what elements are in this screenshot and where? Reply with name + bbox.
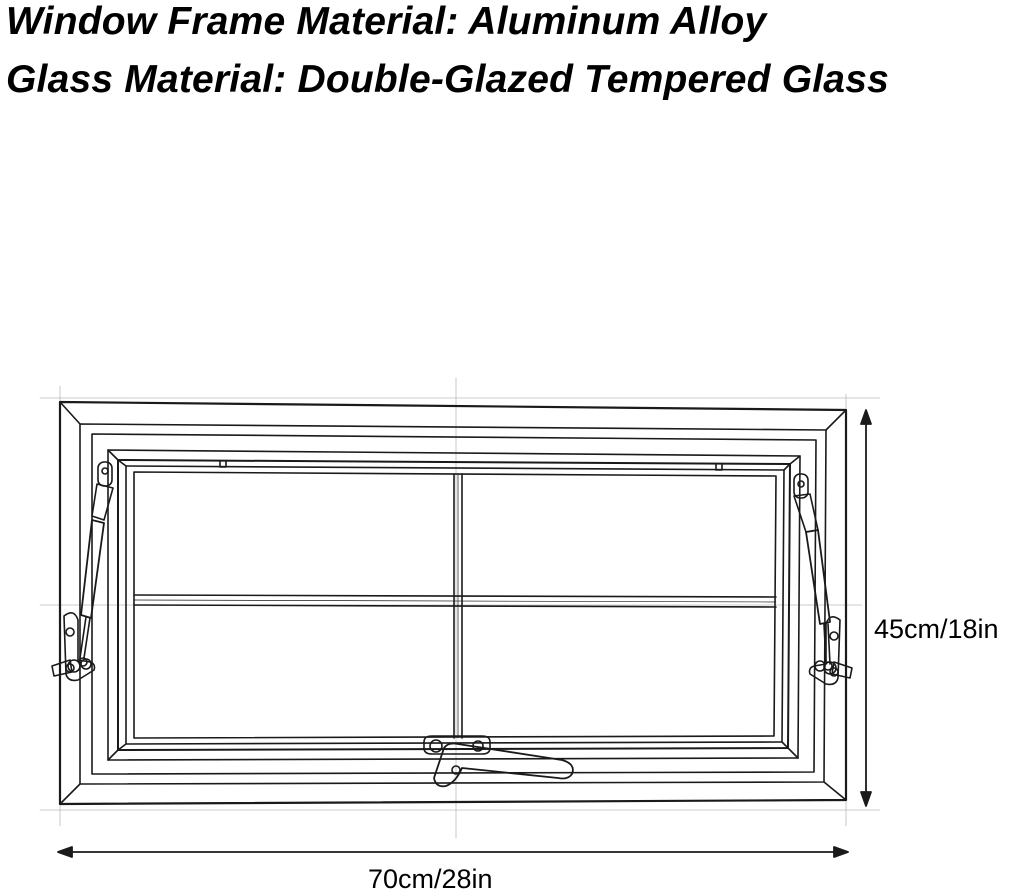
latch-handle-icon	[423, 735, 574, 788]
hinge-bracket-icon	[808, 616, 853, 686]
height-dimension-arrow	[860, 409, 872, 807]
glass-panes	[133, 471, 777, 739]
frame-material-spec: Window Frame Material: Aluminum Alloy	[6, 0, 767, 43]
window-sash	[107, 449, 801, 761]
width-dimension-label: 70cm/28in	[368, 864, 493, 894]
top-clips	[219, 460, 723, 471]
width-dimension-arrow	[57, 846, 849, 858]
gas-strut-icon	[78, 461, 114, 667]
hinge-bracket-icon	[51, 612, 96, 682]
height-dimension-label: 45cm/18in	[874, 614, 999, 644]
glass-material-spec: Glass Material: Double-Glazed Tempered G…	[6, 58, 889, 101]
